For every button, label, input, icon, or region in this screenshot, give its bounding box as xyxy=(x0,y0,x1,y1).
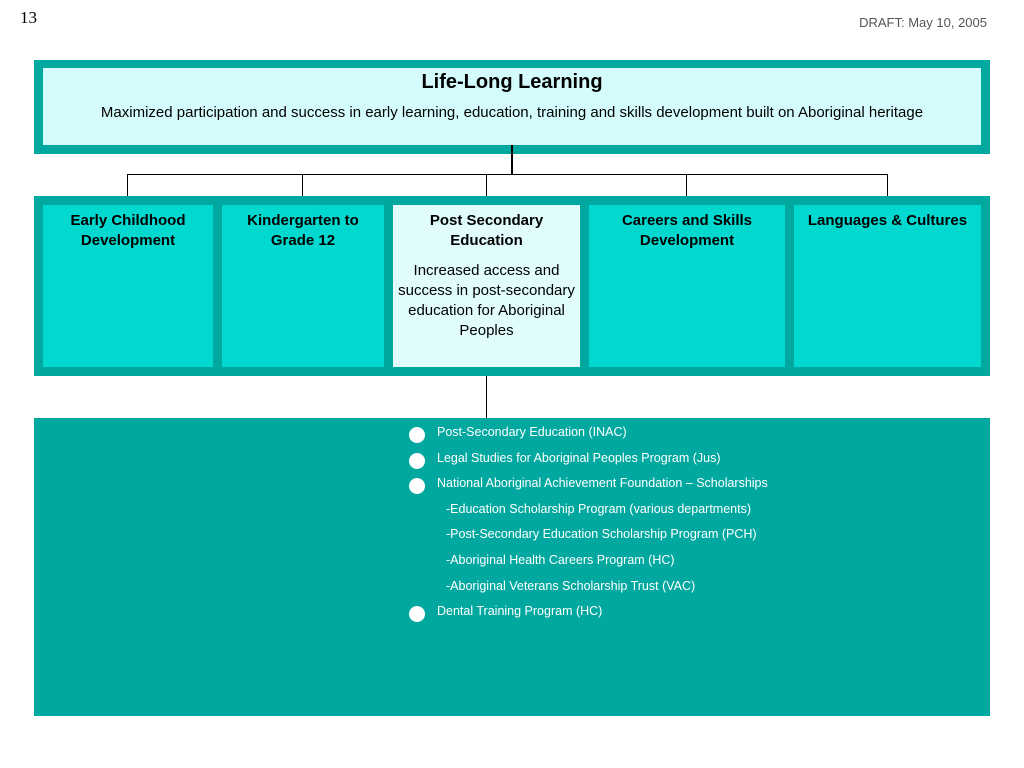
pillar-title: Early Childhood Development xyxy=(70,212,186,249)
program-text: -Post-Secondary Education Scholarship Pr… xyxy=(446,527,757,542)
program-text: -Education Scholarship Program (various … xyxy=(446,501,751,516)
pillar-post-secondary: Post Secondary Education Increased acces… xyxy=(393,205,580,367)
program-list-item: -Aboriginal Health Careers Program (HC) xyxy=(408,551,968,577)
program-list-item: -Post-Secondary Education Scholarship Pr… xyxy=(408,525,968,551)
pillar-early-childhood: Early Childhood Development xyxy=(43,205,213,367)
program-list-item: Post-Secondary Education (INAC) xyxy=(408,423,968,449)
program-list-item: -Education Scholarship Program (various … xyxy=(408,500,968,526)
diagram-subtitle: Maximized participation and success in e… xyxy=(100,104,924,121)
program-text: Legal Studies for Aboriginal Peoples Pro… xyxy=(437,450,721,465)
bullet-icon xyxy=(409,427,425,443)
program-list-item: Dental Training Program (HC) xyxy=(408,602,968,628)
program-list-item: -Aboriginal Veterans Scholarship Trust (… xyxy=(408,577,968,603)
program-list-item: National Aboriginal Achievement Foundati… xyxy=(408,474,968,500)
pillar-title: Post Secondary Education xyxy=(429,212,544,249)
pillar-title: Languages & Cultures xyxy=(807,212,968,229)
connector-drop-3 xyxy=(486,174,487,196)
pillar-careers-skills: Careers and Skills Development xyxy=(589,205,785,367)
connector-trunk xyxy=(511,145,513,175)
connector-drop-5 xyxy=(887,174,888,196)
pillar-kindergarten: Kindergarten to Grade 12 xyxy=(222,205,384,367)
programs-panel xyxy=(34,418,990,716)
bullet-icon xyxy=(409,478,425,495)
page-number: 13 xyxy=(20,8,37,27)
connector-drop-1 xyxy=(127,174,128,196)
pillar-title: Careers and Skills Development xyxy=(621,212,753,249)
draft-date-label: DRAFT: May 10, 2005 xyxy=(859,15,987,30)
connector-drop-2 xyxy=(302,174,303,196)
bullet-icon xyxy=(409,452,425,469)
life-long-learning-box: Life-Long Learning Maximized participati… xyxy=(43,68,981,145)
connector-drop-4 xyxy=(686,174,687,196)
pillar-title: Kindergarten to Grade 12 xyxy=(247,212,359,249)
programs-list: Post-Secondary Education (INAC) Legal Stu… xyxy=(408,423,968,628)
pillar-description: Increased access and success in post-sec… xyxy=(398,262,575,339)
diagram-title: Life-Long Learning xyxy=(421,71,603,93)
program-text: -Aboriginal Veterans Scholarship Trust (… xyxy=(446,578,696,593)
connector-horizontal xyxy=(127,174,888,175)
pillar-languages-cultures: Languages & Cultures xyxy=(794,205,981,367)
program-list-item: Legal Studies for Aboriginal Peoples Pro… xyxy=(408,449,968,475)
program-text: National Aboriginal Achievement Foundati… xyxy=(437,476,768,491)
bullet-icon xyxy=(409,606,425,623)
program-text: Dental Training Program (HC) xyxy=(437,604,603,619)
connector-to-programs xyxy=(486,376,487,418)
program-text: -Aboriginal Health Careers Program (HC) xyxy=(446,552,675,567)
program-text: Post-Secondary Education (INAC) xyxy=(437,425,627,439)
